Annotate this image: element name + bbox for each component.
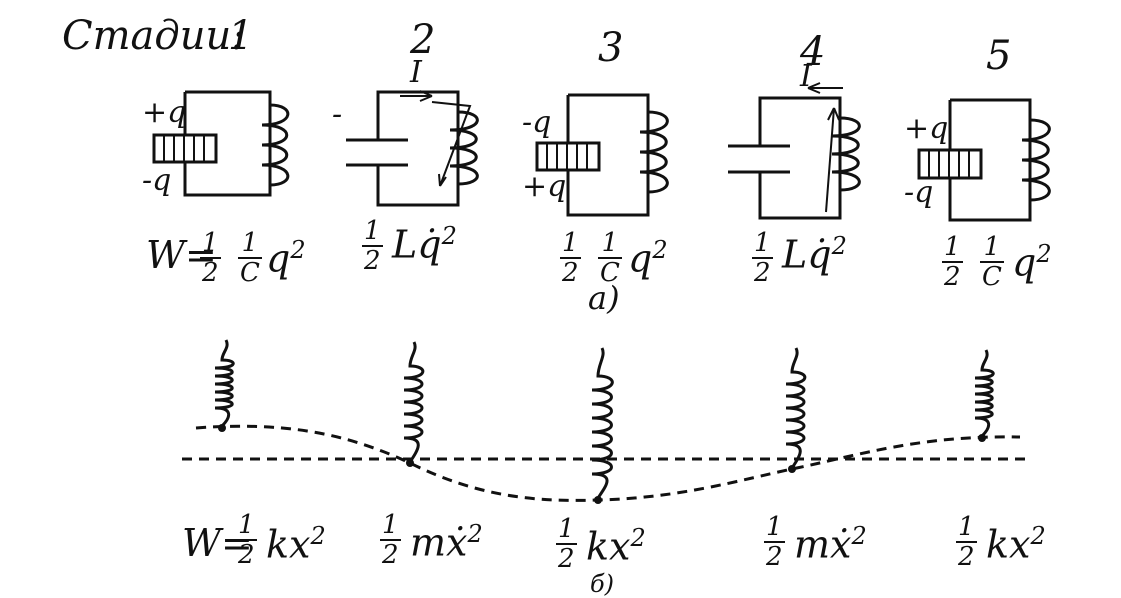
spring-4 [785,347,807,469]
kx-squared-s1: kx2 [266,522,326,567]
stage-number-3: 3 [598,25,624,71]
minus-sign-c2: - [332,97,343,132]
circuit-1 [152,90,290,197]
kx-squared-s3: kx2 [586,524,646,569]
charge-label-c5-bottom: -q [904,175,934,210]
kx-squared-s5: kx2 [986,522,1046,567]
spring-drawings [214,339,995,504]
circuit-4 [728,82,861,220]
mxdot-squared-s2: mẋ2 [410,520,483,565]
mass-trajectory [195,424,1021,502]
energy-prefix-c1: W= [146,233,217,277]
mxdot-squared-s4: mẋ2 [794,522,867,567]
stage-number-4: 4 [800,29,826,75]
stage-number-2: 2 [410,17,436,63]
circuit-3 [535,93,669,217]
circuit-2 [346,90,479,207]
charge-label-c1-top: +q [142,95,187,130]
charge-label-c5-top: +q [904,111,949,146]
charge-label-c3-top: -q [522,105,552,140]
charge-label-c1-bottom: -q [142,163,172,198]
panel-label-b: б) [590,570,615,598]
panel-label-a: а) [588,279,620,317]
energy-prefix-s1: W= [182,521,253,565]
current-label-c4: I [800,59,812,94]
l-qdot-squared-c2: Lq̇2 [392,222,457,267]
spring-5 [974,349,995,438]
spring-3 [591,347,614,499]
mass-4 [788,465,796,473]
circuit-5 [917,98,1051,222]
spring-1 [214,339,235,428]
charge-label-c3-bottom: +q [522,169,567,204]
stage-number-5: 5 [986,33,1012,79]
spring-2 [403,341,425,463]
q-squared-c1: q2 [266,236,306,281]
current-label-c2: I [410,55,422,90]
l-qdot-squared-c4: Lq̇2 [782,232,847,277]
q-squared-c3: q2 [628,236,668,281]
q-squared-c5: q2 [1012,240,1052,285]
stage-number-1: 1 [228,13,254,59]
stages-label: Стадии: [62,13,245,59]
